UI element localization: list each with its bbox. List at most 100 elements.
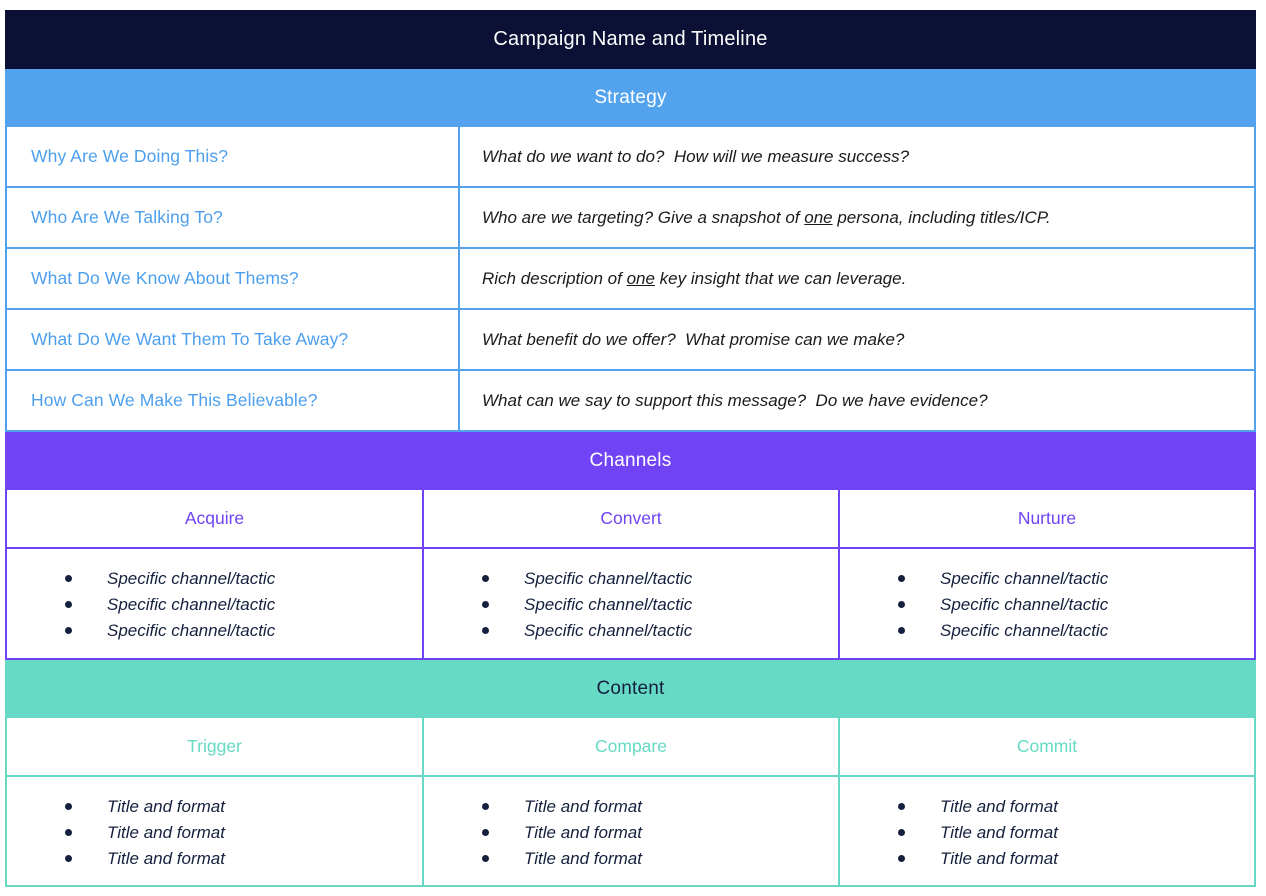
strategy-question-cell: Why Are We Doing This?: [7, 127, 460, 186]
strategy-question-label: What Do We Know About Thems?: [31, 268, 299, 288]
content-header-row: Trigger Compare Commit: [7, 718, 1254, 777]
bullet-dot-icon: [898, 627, 905, 634]
list-item: Specific channel/tactic: [65, 566, 422, 592]
list-item: Specific channel/tactic: [898, 618, 1254, 644]
list-item-label: Specific channel/tactic: [524, 621, 693, 640]
list-item: Specific channel/tactic: [65, 618, 422, 644]
list-item-label: Specific channel/tactic: [524, 569, 693, 588]
list-item-label: Specific channel/tactic: [107, 621, 276, 640]
strategy-question-label: Why Are We Doing This?: [31, 146, 229, 166]
strategy-rows: Why Are We Doing This? What do we want t…: [5, 127, 1256, 432]
channels-header-row: Acquire Convert Nurture: [7, 490, 1254, 549]
list-item-label: Title and format: [524, 823, 642, 842]
channels-column-header-convert: Convert: [424, 490, 840, 547]
list-item-label: Specific channel/tactic: [940, 621, 1109, 640]
list-item-label: Specific channel/tactic: [107, 569, 276, 588]
bullet-dot-icon: [898, 803, 905, 810]
list-item: Specific channel/tactic: [898, 566, 1254, 592]
strategy-question-cell: What Do We Want Them To Take Away?: [7, 310, 460, 369]
channels-column-header-label: Convert: [600, 508, 662, 528]
bullet-dot-icon: [65, 855, 72, 862]
campaign-brief-table: Campaign Name and Timeline Strategy Why …: [5, 10, 1256, 887]
bullet-dot-icon: [482, 601, 489, 608]
list-item: Specific channel/tactic: [482, 592, 838, 618]
content-column-header-label: Commit: [1016, 736, 1078, 756]
bullet-dot-icon: [482, 829, 489, 836]
strategy-answer-text: Rich description of one key insight that…: [482, 268, 907, 288]
section-header-channels: Channels: [5, 432, 1256, 490]
channels-column-header-nurture: Nurture: [840, 490, 1254, 547]
section-header-content: Content: [5, 660, 1256, 718]
bullet-dot-icon: [482, 627, 489, 634]
strategy-question-cell: How Can We Make This Believable?: [7, 371, 460, 430]
list-item-label: Title and format: [107, 797, 225, 816]
list-item: Title and format: [898, 794, 1254, 820]
content-column-header-compare: Compare: [424, 718, 840, 775]
strategy-answer-cell[interactable]: What benefit do we offer? What promise c…: [460, 310, 1254, 369]
channels-grid: Acquire Convert Nurture Specific channel…: [5, 490, 1256, 660]
content-column-header-label: Trigger: [187, 736, 242, 756]
strategy-answer-text: Who are we targeting? Give a snapshot of…: [482, 207, 1051, 227]
content-column-header-label: Compare: [595, 736, 667, 756]
list-item: Specific channel/tactic: [898, 592, 1254, 618]
content-column-header-trigger: Trigger: [7, 718, 424, 775]
list-item: Specific channel/tactic: [482, 618, 838, 644]
list-item: Title and format: [898, 846, 1254, 872]
strategy-question-label: Who Are We Talking To?: [31, 207, 223, 227]
bullet-dot-icon: [65, 601, 72, 608]
list-item: Title and format: [482, 820, 838, 846]
channels-column-header-acquire: Acquire: [7, 490, 424, 547]
campaign-title-bar: Campaign Name and Timeline: [5, 10, 1256, 69]
list-item-label: Specific channel/tactic: [107, 595, 276, 614]
bullet-dot-icon: [65, 803, 72, 810]
bullet-dot-icon: [65, 575, 72, 582]
table-row: Who Are We Talking To? Who are we target…: [7, 188, 1254, 249]
list-item-label: Specific channel/tactic: [940, 595, 1109, 614]
list-item: Title and format: [482, 794, 838, 820]
list-item-label: Title and format: [107, 849, 225, 868]
strategy-answer-cell[interactable]: Who are we targeting? Give a snapshot of…: [460, 188, 1254, 247]
bullet-dot-icon: [482, 855, 489, 862]
strategy-answer-text: What do we want to do? How will we measu…: [482, 146, 910, 166]
list-item-label: Title and format: [940, 797, 1058, 816]
bullet-dot-icon: [482, 803, 489, 810]
list-item: Title and format: [65, 820, 422, 846]
list-item: Title and format: [482, 846, 838, 872]
list-item: Title and format: [898, 820, 1254, 846]
bullet-dot-icon: [898, 601, 905, 608]
list-item-label: Title and format: [940, 849, 1058, 868]
list-item-label: Title and format: [107, 823, 225, 842]
list-item-label: Title and format: [940, 823, 1058, 842]
list-item-label: Specific channel/tactic: [524, 595, 693, 614]
strategy-question-label: What Do We Want Them To Take Away?: [31, 329, 349, 349]
strategy-answer-cell[interactable]: What do we want to do? How will we measu…: [460, 127, 1254, 186]
list-item: Title and format: [65, 846, 422, 872]
list-item: Specific channel/tactic: [482, 566, 838, 592]
bullet-dot-icon: [65, 829, 72, 836]
table-row: How Can We Make This Believable? What ca…: [7, 371, 1254, 430]
section-header-content-label: Content: [596, 678, 665, 699]
channels-column-header-label: Acquire: [184, 508, 245, 528]
strategy-answer-cell[interactable]: Rich description of one key insight that…: [460, 249, 1254, 308]
strategy-answer-cell[interactable]: What can we say to support this message?…: [460, 371, 1254, 430]
bullet-dot-icon: [898, 575, 905, 582]
strategy-question-cell: Who Are We Talking To?: [7, 188, 460, 247]
table-row: Why Are We Doing This? What do we want t…: [7, 127, 1254, 188]
table-row: What Do We Want Them To Take Away? What …: [7, 310, 1254, 371]
list-item-label: Title and format: [524, 849, 642, 868]
